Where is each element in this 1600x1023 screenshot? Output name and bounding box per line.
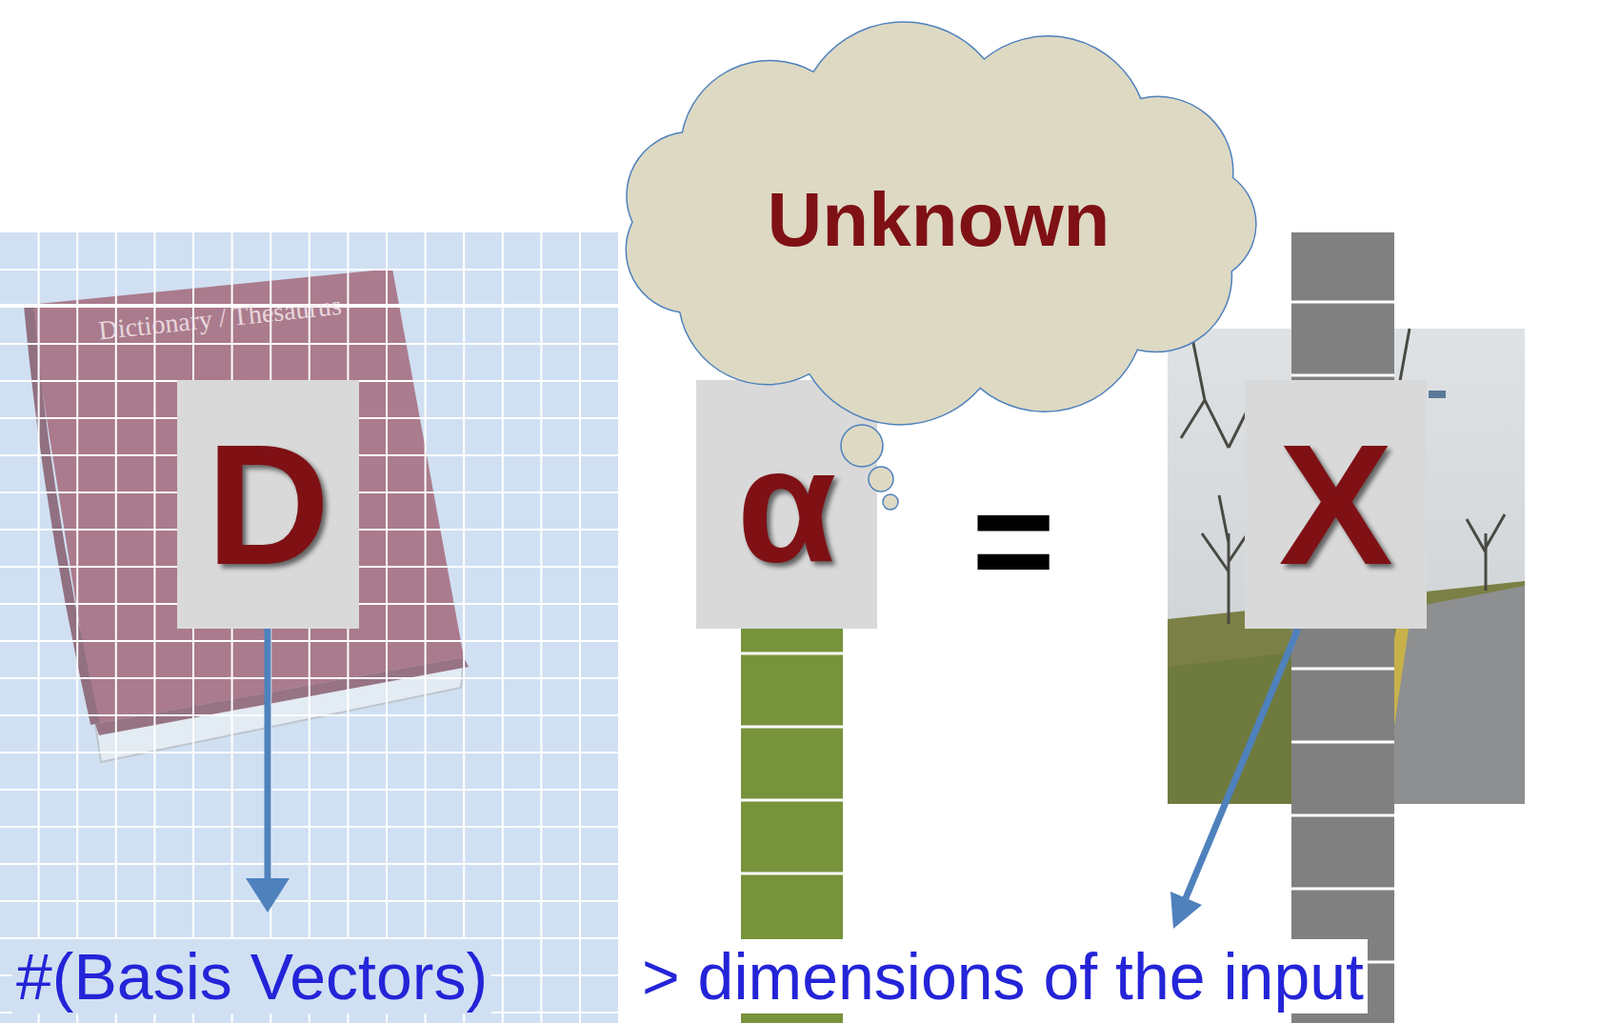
grid-line (38, 232, 40, 1023)
thought-cloud: Unknown (586, 0, 1291, 440)
grid-line (0, 862, 619, 865)
grid-line (0, 825, 619, 828)
symbol-letter: X (1278, 419, 1393, 591)
book-icon (28, 268, 469, 762)
grid-line (424, 232, 427, 1023)
grid-line (540, 232, 542, 1023)
grid-line (76, 232, 79, 1023)
axis-note: #(Basis Vectors) (12, 939, 492, 1014)
thought-bubble (840, 424, 883, 467)
thought-bubble (882, 494, 899, 510)
symbol-letter: α (737, 423, 838, 586)
grid-line (462, 232, 465, 1023)
grid-line (153, 232, 156, 1023)
grid-line (0, 788, 619, 791)
grid-line (0, 751, 619, 754)
grid-line (385, 232, 388, 1023)
pointer-arrow (245, 628, 290, 913)
grid-line (0, 900, 619, 902)
grid-line (0, 677, 619, 680)
axis-note: > dimensions of the input (638, 939, 1368, 1014)
grid-line (115, 232, 118, 1023)
coefficient-box: α (696, 380, 878, 629)
equals-sign: = (961, 468, 1065, 612)
grid-line (501, 232, 504, 1023)
cloud-shape (625, 21, 1257, 425)
matrix-box: D (177, 380, 360, 629)
grid-line (0, 714, 619, 717)
grid-lines (0, 232, 619, 1023)
input-box: X (1244, 380, 1427, 629)
grid-line (0, 268, 619, 271)
grid-line (579, 232, 581, 1023)
symbol-letter: D (206, 419, 331, 591)
cloud-text: Unknown (767, 181, 1111, 259)
grid-line (0, 342, 619, 345)
thought-bubble (868, 466, 894, 492)
pointer-arrow (1170, 628, 1299, 929)
grid-line (0, 640, 619, 642)
grid-ground (0, 232, 619, 1023)
